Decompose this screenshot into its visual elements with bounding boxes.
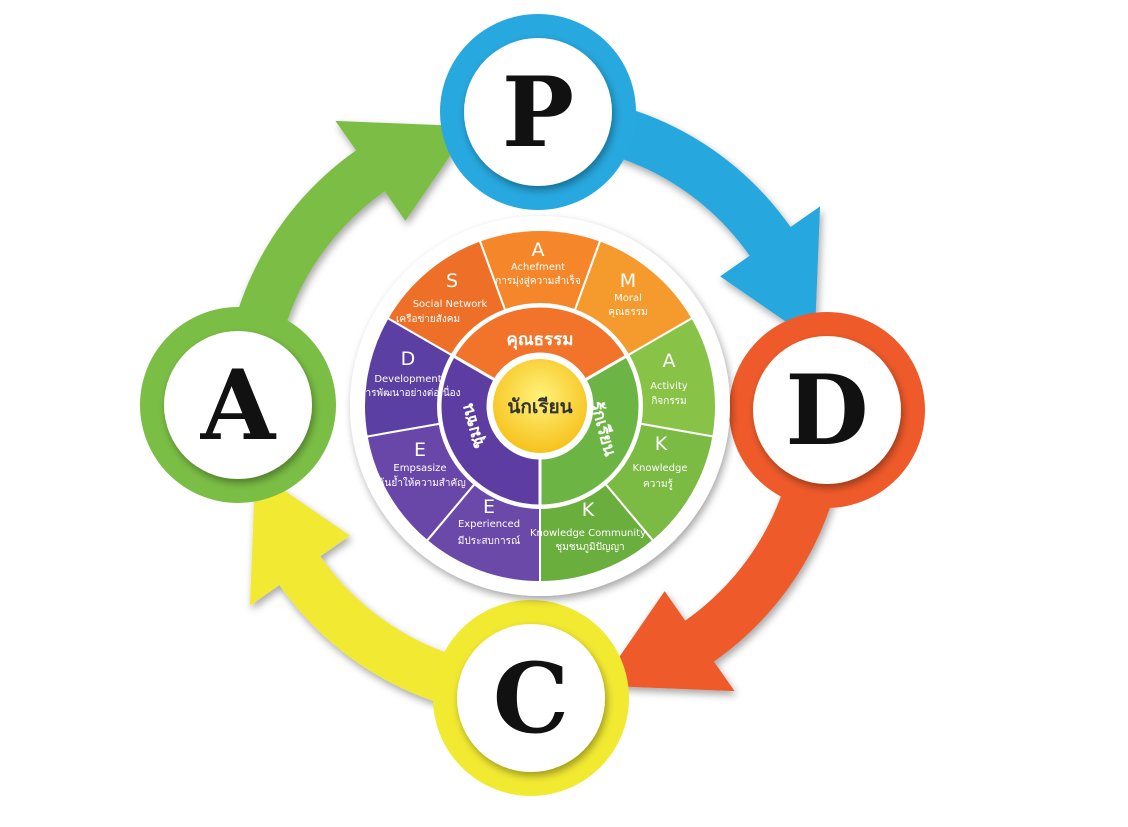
segment-letter: K [655, 433, 668, 455]
segment-development-label: D Development การพัฒนาอย่างต่อเนื่อง [359, 348, 460, 399]
segment-letter: A [532, 239, 545, 261]
segment-en: Moral [614, 293, 642, 304]
segment-social-network [386, 239, 507, 357]
do-letter: D [785, 354, 868, 467]
act-node-face [164, 331, 312, 479]
segment-th: การพัฒนาอย่างต่อเนื่อง [359, 385, 460, 399]
segment-th: มีประสบการณ์ [458, 535, 520, 547]
segment-letter: E [483, 496, 495, 518]
segment-achievement-label: A Achefment การมุ่งสู่ความสำเร็จ [495, 239, 581, 287]
segment-letter: A [663, 350, 676, 372]
segment-experienced-label: E Experienced มีประสบการณ์ [458, 496, 520, 547]
segment-letter: M [620, 270, 636, 292]
segment-activity-label: A Activity กิจกรรม [650, 350, 687, 407]
segment-letter: E [414, 439, 426, 461]
segment-th: กิจกรรม [651, 396, 686, 407]
segment-th: การมุ่งสู่ความสำเร็จ [495, 273, 581, 287]
plan-letter: P [502, 56, 574, 169]
node-plan: P [440, 14, 636, 210]
center-wheel: นักเรียน A Achefment การมุ่งสู่ความสำเร็… [350, 216, 730, 596]
segment-th: เน้นย้ำให้ความสำคัญ [374, 475, 465, 489]
node-check: C [433, 600, 629, 796]
outer-segments [363, 229, 717, 584]
plan-arrow [507, 93, 821, 342]
segment-social-network-label: S Social Network เครือข่ายสังคม [396, 270, 488, 325]
ring-label-morality: คุณธรรม [507, 330, 574, 350]
segment-labels: A Achefment การมุ่งสู่ความสำเร็จ M Moral… [359, 239, 687, 553]
cycle-arrows [223, 93, 847, 718]
segment-letter: D [401, 348, 416, 370]
segment-th: เครือข่ายสังคม [396, 313, 460, 325]
act-arrow [223, 120, 471, 434]
segment-knowledge-label: K Knowledge ความรู้ [633, 433, 688, 490]
segment-letter: K [582, 499, 595, 521]
act-letter: A [200, 349, 277, 462]
segment-en: Knowledge [633, 463, 688, 474]
segment-th: ความรู้ [643, 478, 674, 490]
do-arrow [599, 378, 847, 692]
segment-en: Achefment [511, 262, 565, 273]
do-node-face [753, 336, 901, 484]
segment-moral-label: M Moral คุณธรรม [608, 270, 647, 318]
node-act: A [140, 307, 336, 503]
check-letter: C [493, 642, 569, 755]
segment-th: ชุมชนภูมิปัญญา [555, 542, 624, 553]
segment-en: Knowledge Community [530, 528, 646, 539]
check-arrow [249, 470, 563, 718]
segment-en: Activity [650, 381, 687, 392]
segment-knowledge-community-label: K Knowledge Community ชุมชนภูมิปัญญา [530, 499, 646, 553]
segment-en: Empsasize [393, 463, 446, 474]
node-do: D [729, 312, 925, 508]
segment-th: คุณธรรม [608, 307, 647, 318]
segment-en: Development [374, 374, 441, 385]
center-disc [493, 359, 587, 453]
segment-empsasize-label: E Empsasize เน้นย้ำให้ความสำคัญ [374, 439, 465, 489]
plan-node-face [464, 38, 612, 186]
segment-letter: S [446, 270, 458, 292]
segment-en: Social Network [413, 299, 488, 310]
check-node-face [457, 624, 605, 772]
segment-en: Experienced [458, 519, 520, 530]
inner-ring [438, 304, 642, 508]
center-label: นักเรียน [507, 396, 572, 418]
